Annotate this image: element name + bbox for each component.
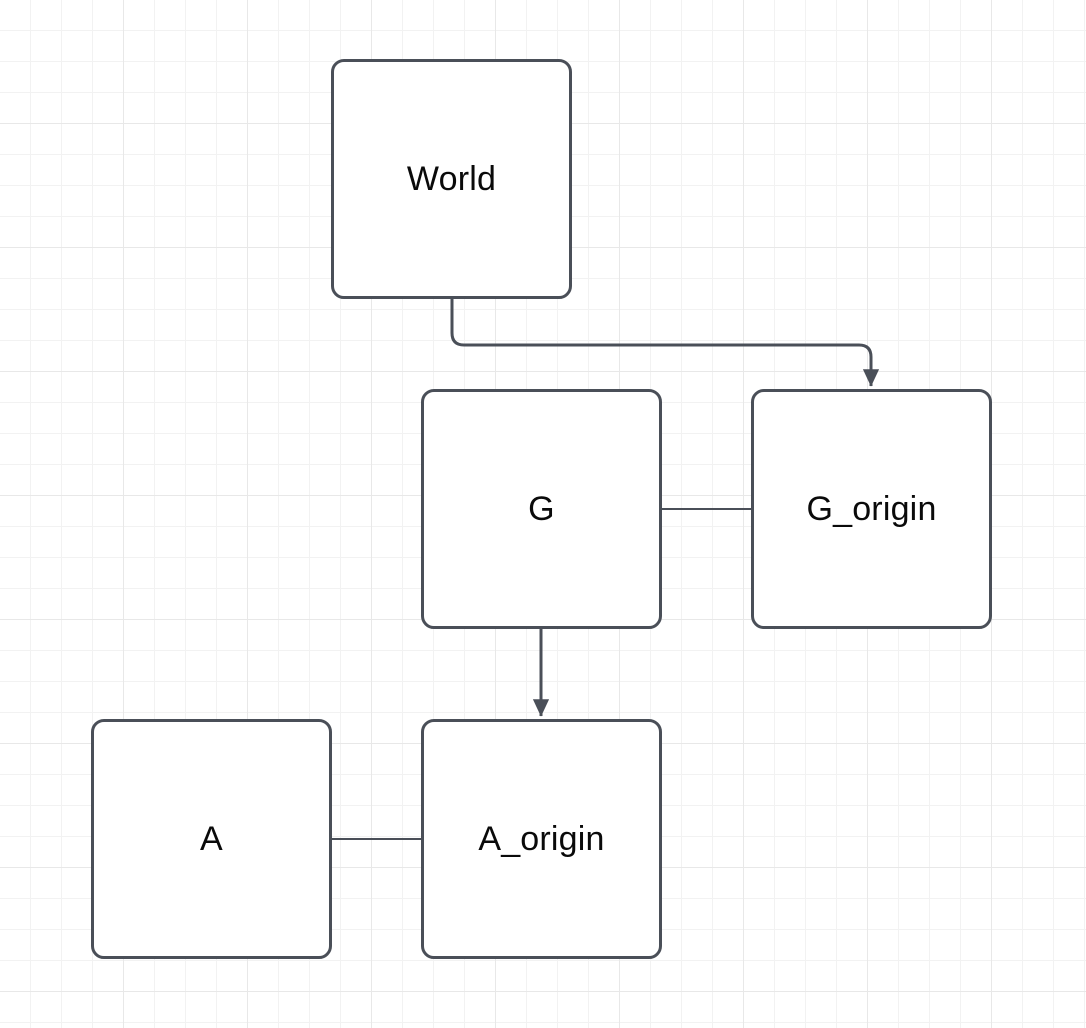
node-label-a: A [200,820,223,858]
node-label-g-origin: G_origin [806,490,937,528]
node-label-g: G [528,490,555,528]
node-g[interactable]: G [421,389,662,629]
edge-world-to-g-origin [450,299,880,387]
node-g-origin[interactable]: G_origin [751,389,992,629]
node-a-origin[interactable]: A_origin [421,719,662,959]
node-world[interactable]: World [331,59,572,299]
node-label-world: World [406,160,497,198]
node-label-a-origin: A_origin [478,820,605,858]
node-a[interactable]: A [91,719,332,959]
